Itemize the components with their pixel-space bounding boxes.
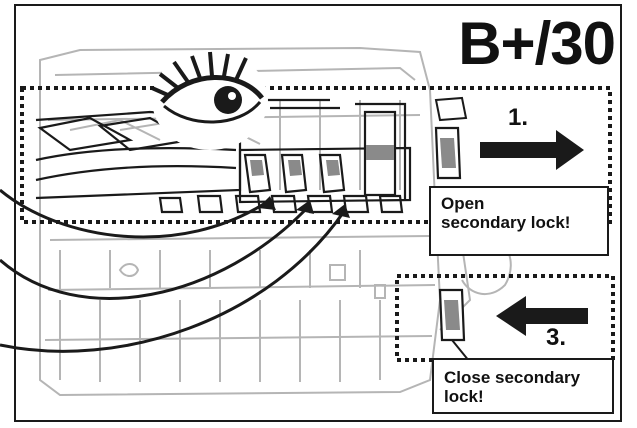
step-1-number: 1. xyxy=(508,104,529,131)
upper-highlight-region xyxy=(20,86,612,224)
step-3-instruction-line-2: lock! xyxy=(444,387,484,406)
arrow-right-icon xyxy=(480,130,584,170)
step-3-callout: Close secondary lock! xyxy=(432,358,614,414)
step-1-callout: Open secondary lock! xyxy=(429,186,609,256)
document-code: B+/30 xyxy=(458,10,616,77)
wire-arrowheads xyxy=(258,196,350,218)
eye-icon xyxy=(151,50,268,150)
step-3-number: 3. xyxy=(546,324,567,351)
figure-border xyxy=(14,4,622,422)
wire-group xyxy=(0,188,347,353)
secondary-lock-closed xyxy=(438,288,479,373)
secondary-lock-open xyxy=(434,96,468,180)
arrow-left-icon xyxy=(496,296,588,336)
step-1-instruction-line-2: secondary lock! xyxy=(441,213,571,232)
step-1-instruction-line-1: Open xyxy=(441,194,485,213)
step-3-instruction-line-1: Close secondary xyxy=(444,368,581,387)
